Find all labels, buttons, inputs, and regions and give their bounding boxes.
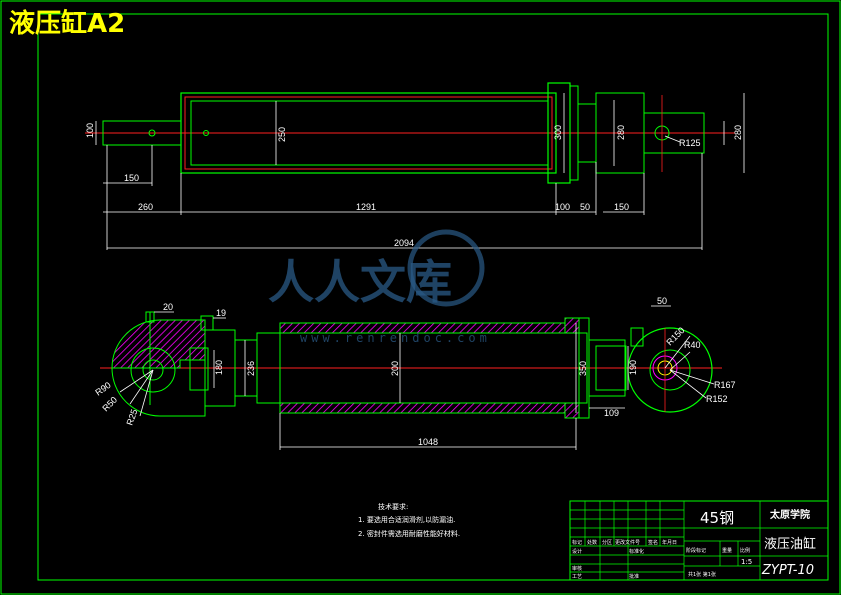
dim-cap-len: 100 (555, 202, 570, 212)
tube-pin (203, 130, 209, 136)
tube-wall-bottom (279, 402, 566, 414)
endcap-top-hatch (564, 317, 580, 334)
rear-neck (588, 339, 626, 397)
watermark-circle (407, 229, 485, 307)
dim-stroke: 1048 (418, 437, 438, 447)
tube-body (256, 332, 588, 404)
rod-end-head-hatched (111, 319, 206, 369)
rod-end-eye-outer (130, 347, 176, 393)
dim-piston-dia: 236 (246, 361, 256, 376)
rod-end-eye-inner (142, 359, 164, 381)
eye-block (643, 112, 705, 154)
dim-tube-len: 1291 (356, 202, 376, 212)
dim-eye-r-small: R40 (684, 340, 701, 350)
tb-stage-weight: 重量 (722, 547, 732, 554)
tb-drawing-no: ZYPT-10 (761, 563, 814, 578)
cylinder-tube-red (184, 96, 553, 170)
watermark-text: 人人文库 (268, 255, 452, 309)
watermark: 人人文库 www.renrendoc.com (268, 229, 491, 345)
dim-tube-outer: 300 (553, 125, 563, 140)
tb-stage-scale: 比例 (740, 547, 750, 554)
tb-header-sign: 签名 (648, 539, 658, 546)
tb-header-doc: 更改文件号 (615, 539, 640, 546)
rod-end-head-lower (111, 367, 206, 417)
dim-end-flange: 280 (616, 125, 626, 140)
drawing-frame (37, 13, 829, 581)
rod-end-pin-hole (148, 129, 156, 137)
dim-bore-inner: 250 (277, 127, 287, 142)
section-view: 20 19 180 236 200 350 190 109 1048 R90 R… (93, 296, 736, 450)
dim-rod-len: 260 (138, 202, 153, 212)
technical-notes: 技术要求: 1. 要选用合适润滑剂,以防漏油. 2. 密封件需选用耐磨性能好材料… (358, 502, 460, 538)
dim-bore: 200 (390, 361, 400, 376)
rear-eye-mid (649, 349, 691, 391)
title-block-frame (569, 500, 829, 581)
dim-r-outer: R90 (93, 380, 112, 398)
tb-scale: 1:5 (741, 558, 752, 566)
dim-top-a: 20 (163, 302, 173, 312)
tb-role-process: 工艺 (572, 574, 582, 580)
tb-material: 45钢 (700, 509, 734, 527)
endcap-bottom-hatch (564, 402, 580, 419)
dim-r-mid: R50 (100, 395, 119, 414)
dim-eye-len: 150 (614, 202, 629, 212)
dim-rod-hole: 180 (214, 360, 224, 375)
dim-eye-radius: R125 (679, 138, 701, 148)
rod-top-pin (145, 311, 155, 323)
dim-end-dia: 190 (628, 360, 638, 375)
tb-role-design: 设计 (572, 548, 582, 555)
dim-eye-top: 50 (657, 296, 667, 306)
watermark-sub: www.renrendoc.com (300, 331, 491, 345)
notes-heading: 技术要求: (378, 502, 408, 511)
dim-top-b: 19 (216, 308, 226, 318)
tb-stage-mark: 阶段标记 (686, 547, 706, 554)
tb-role-std: 标准化 (629, 548, 644, 555)
top-view: 100 250 300 280 280 R125 150 260 1291 10… (85, 82, 745, 250)
dim-neck-len: 50 (580, 202, 590, 212)
dim-eye-r-large: R167 (714, 380, 736, 390)
tb-header-count: 处数 (587, 539, 597, 546)
tb-part-name: 液压油缸 (764, 536, 816, 552)
tb-header-date: 年月日 (662, 539, 677, 546)
tb-role-check: 审核 (572, 565, 582, 572)
rod-top-block (200, 315, 214, 331)
sheet-title: 液压缸A2 (9, 8, 125, 39)
notes-line1: 1. 要选用合适润滑剂,以防漏油. (358, 515, 455, 524)
dim-rod-end-len: 150 (124, 173, 139, 183)
dim-rod-dia: 100 (85, 123, 95, 138)
dim-eye-dia: 280 (733, 125, 743, 140)
rod-collar (189, 347, 209, 391)
tb-header-zone: 分区 (602, 539, 612, 546)
title-block: 标记 处数 分区 更改文件号 签名 年月日 设计 标准化 审核 工艺 批准 阶段… (569, 500, 829, 581)
dim-end-len: 109 (604, 408, 619, 418)
notes-line2: 2. 密封件需选用耐磨性能好材料. (358, 529, 460, 538)
cylinder-tube (180, 92, 557, 174)
dim-tube-dia: 350 (578, 361, 588, 376)
tb-header-mark: 标记 (572, 539, 582, 546)
rear-neck-inner (595, 345, 627, 391)
dim-overall-len: 2094 (394, 238, 414, 248)
dim-r-inner: R25 (124, 408, 139, 427)
tb-role-approve: 批准 (629, 573, 639, 580)
tb-sheet-info: 共1张 第1张 (688, 571, 716, 578)
rear-top-block (630, 327, 644, 347)
tb-school: 太原学院 (769, 508, 810, 521)
dim-eye-r-152: R152 (706, 394, 728, 404)
